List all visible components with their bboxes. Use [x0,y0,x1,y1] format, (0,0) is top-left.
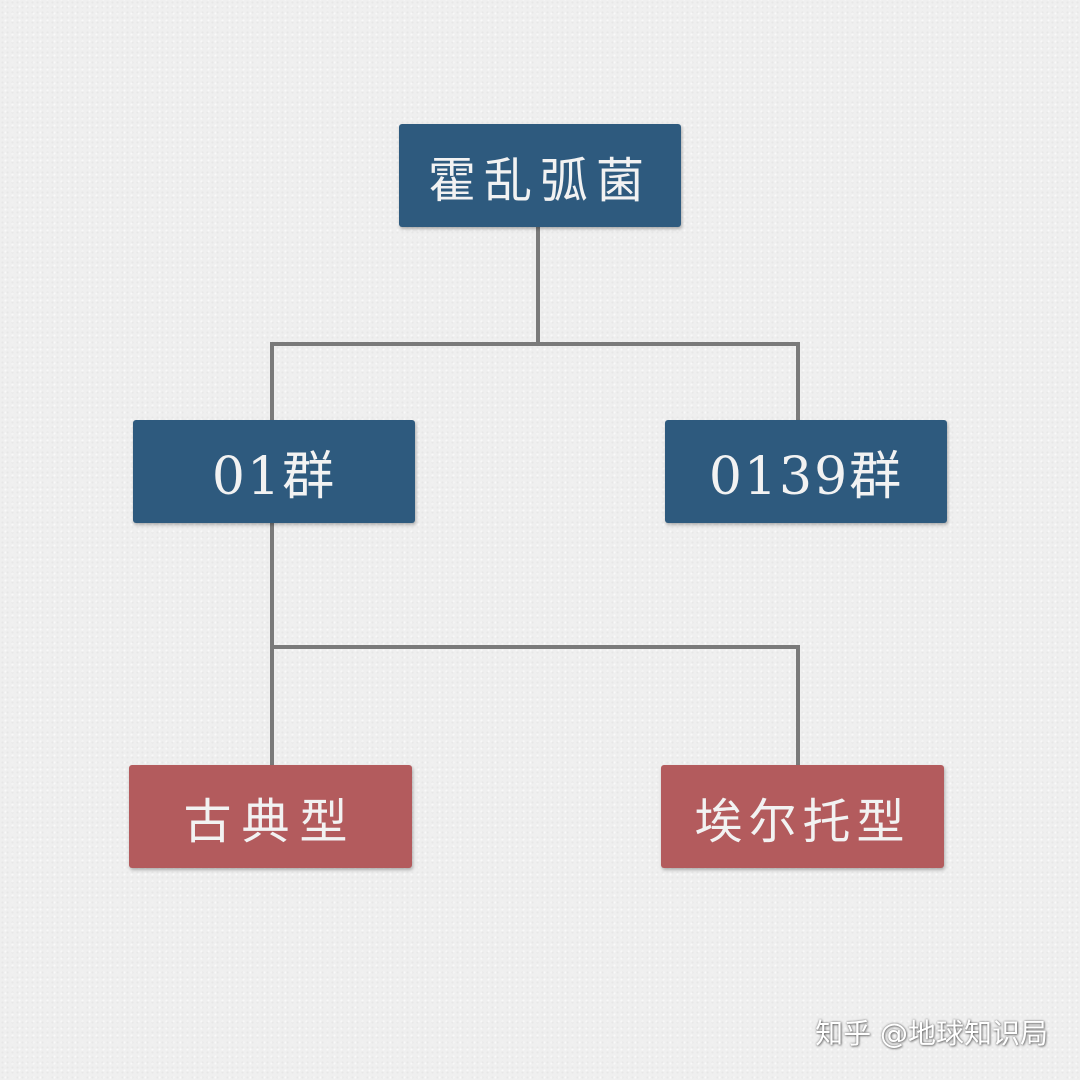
biotype-node-el-tor: 埃尔托型 [661,765,944,868]
group-node-o1: 01群 [133,420,415,523]
group-node-o139: 0139群 [665,420,947,523]
biotype-node-classical: 古典型 [129,765,412,868]
root-node: 霍乱弧菌 [399,124,681,227]
watermark-text: 知乎 @地球知识局 [815,1017,1048,1050]
